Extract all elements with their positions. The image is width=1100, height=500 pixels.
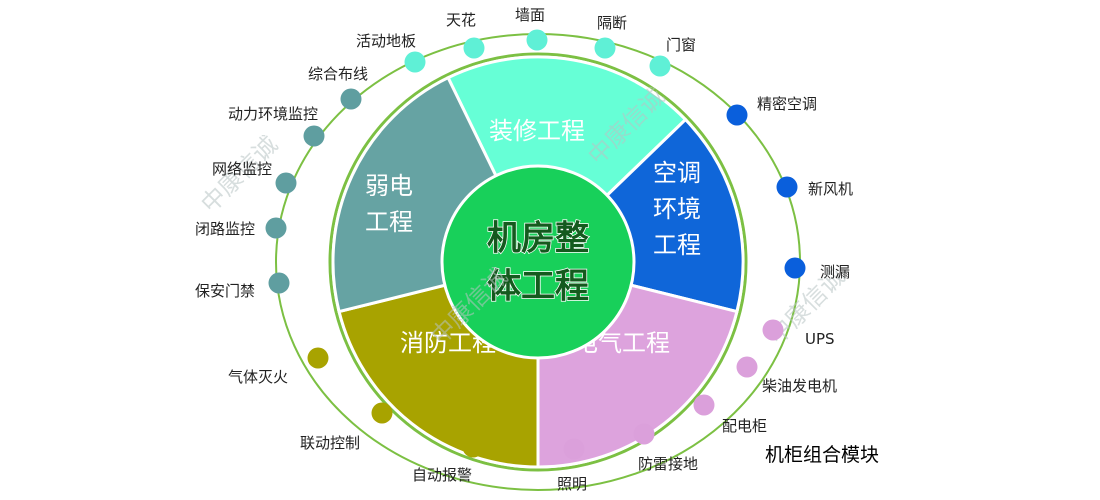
item-4-dot [649, 55, 671, 77]
item-15-label: 自动报警 [412, 466, 473, 484]
item-6-dot [726, 104, 748, 126]
item-8-label: 测漏 [820, 263, 851, 281]
segment-label-decoration: 装修工程 [489, 117, 585, 145]
item-19-label: 闭路监控 [194, 220, 255, 238]
item-22-label: 综合布线 [307, 65, 368, 83]
item-11-dot [693, 394, 715, 416]
item-9-dot [762, 319, 784, 341]
item-1-label: 天花 [446, 11, 477, 29]
item-3-dot [594, 37, 616, 59]
item-12-dot [633, 423, 655, 445]
item-16-label: 联动控制 [300, 434, 361, 452]
center-title-line-1: 机房整 [487, 219, 589, 259]
item-2-label: 墙面 [515, 6, 546, 24]
item-20-label: 网络监控 [211, 160, 272, 178]
segment-label-hvac: 空调 [653, 159, 701, 187]
item-16-dot [371, 402, 393, 424]
item-3-label: 隔断 [597, 14, 628, 32]
item-10-dot [736, 356, 758, 378]
item-7-dot [776, 176, 798, 198]
item-20-dot [275, 172, 297, 194]
item-11-label: 配电柜 [722, 417, 768, 435]
center-disk [440, 164, 636, 360]
item-17-label: 气体灭火 [228, 368, 289, 386]
segment-label-hvac: 环境 [653, 195, 701, 223]
item-21-dot [303, 125, 325, 147]
center-title-line-2: 体工程 [487, 267, 589, 307]
item-5-label: 活动地板 [356, 32, 417, 50]
item-6-label: 精密空调 [757, 95, 818, 113]
segment-decoration [446, 55, 688, 265]
item-8-dot [784, 257, 806, 279]
item-5-dot [404, 51, 426, 73]
item-7-label: 新风机 [808, 180, 854, 198]
item-17-dot [307, 347, 329, 369]
item-22-dot [340, 88, 362, 110]
item-13-label: 照明 [557, 475, 588, 493]
segment-label-hvac: 工程 [653, 231, 701, 259]
item-19-dot [265, 217, 287, 239]
item-2-dot [526, 29, 548, 51]
item-12-label: 防雷接地 [638, 455, 699, 473]
item-4-label: 门窗 [666, 36, 697, 54]
item-9-label: UPS [805, 330, 835, 348]
item-13-dot [563, 438, 585, 460]
item-21-label: 动力环境监控 [227, 105, 318, 123]
item-10-label: 柴油发电机 [762, 377, 838, 395]
item-18-dot [268, 272, 290, 294]
item-15-dot [462, 436, 484, 458]
item-18-label: 保安门禁 [194, 282, 255, 300]
segment-label-weak: 弱电 [365, 172, 413, 200]
item-14-label: 机柜组合模块 [765, 444, 880, 466]
segment-label-weak: 工程 [365, 208, 413, 236]
item-1-dot [463, 37, 485, 59]
disk-border [328, 52, 748, 472]
